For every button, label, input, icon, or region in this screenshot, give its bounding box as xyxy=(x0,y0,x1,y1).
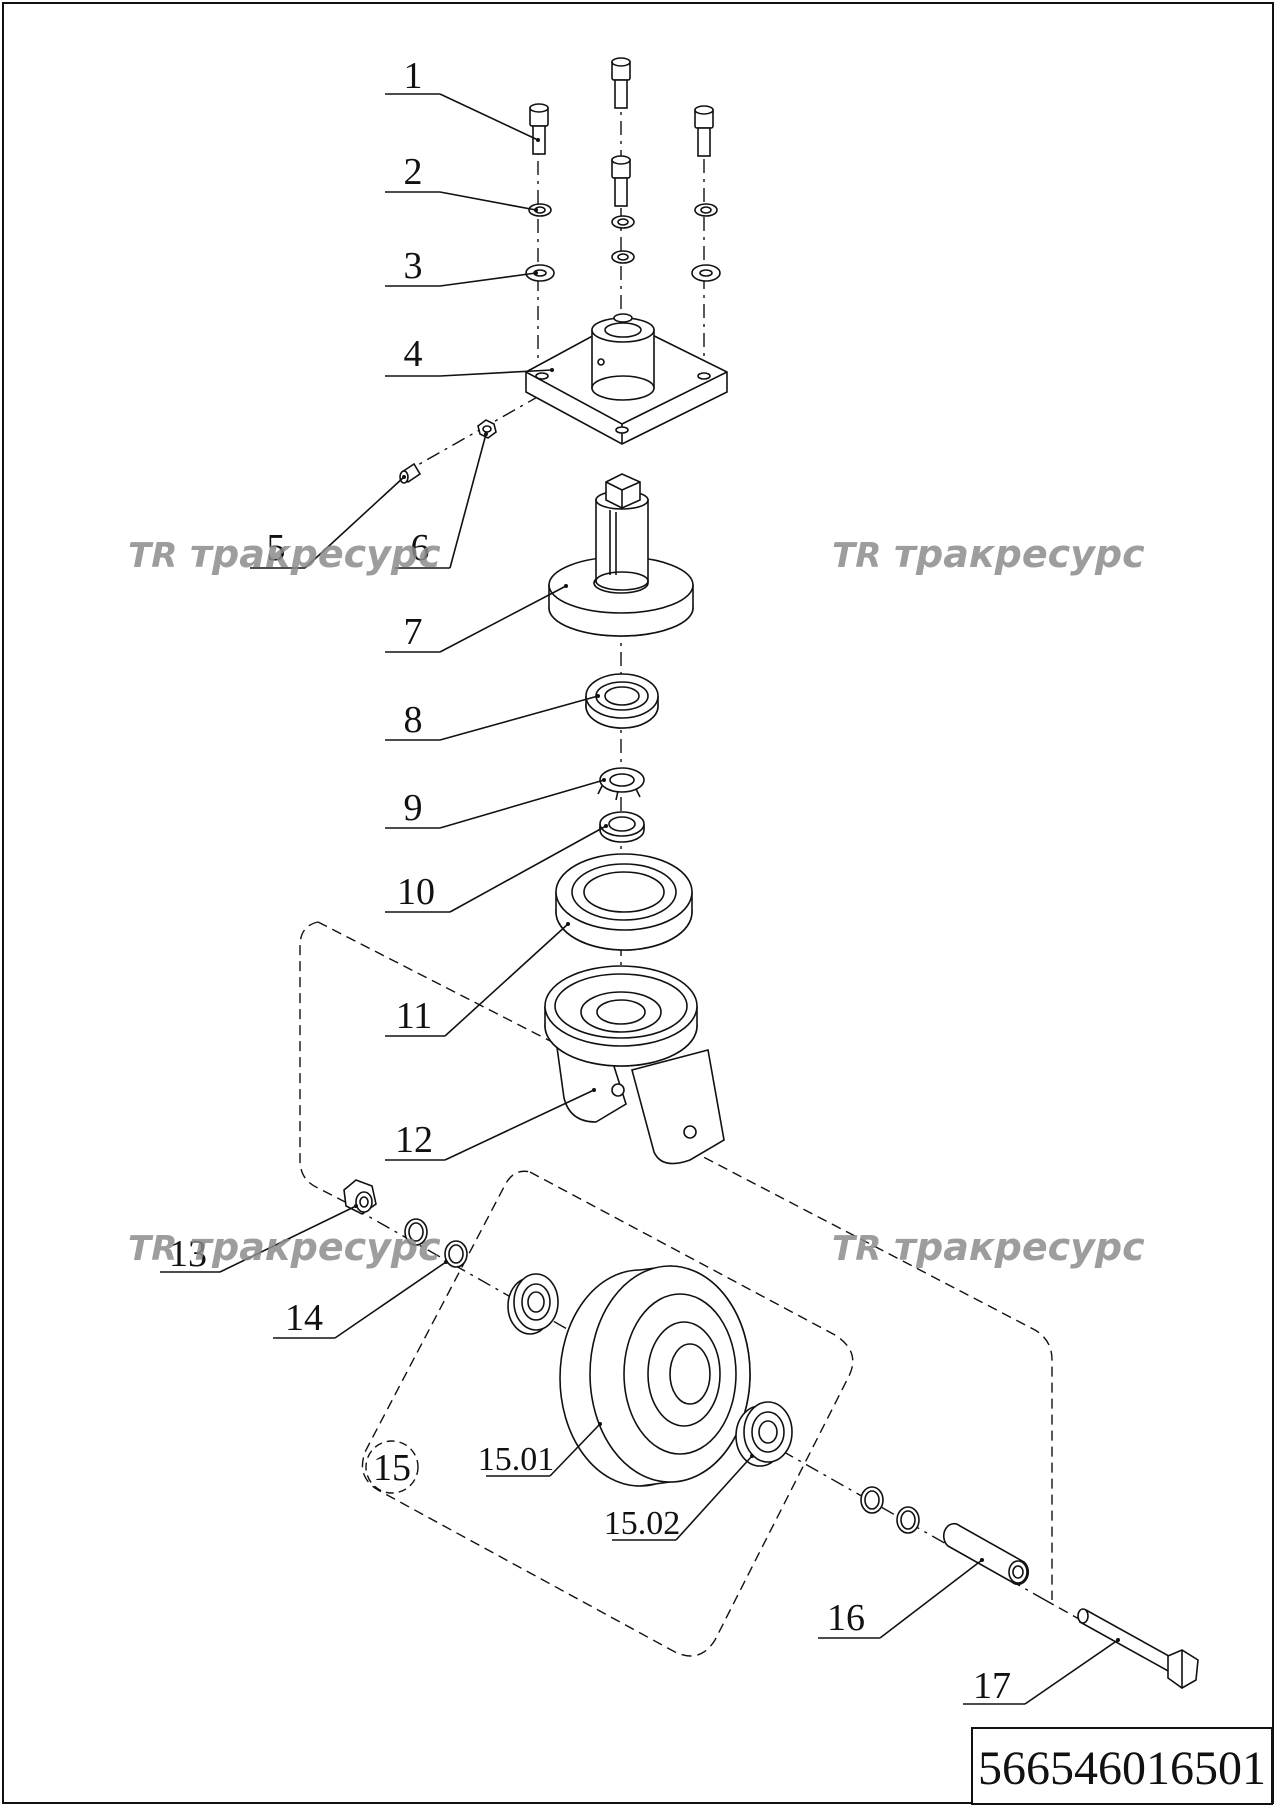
callout-13: 13 xyxy=(160,1204,358,1275)
callout-9: 9 xyxy=(385,778,606,829)
svg-text:5: 5 xyxy=(267,527,286,569)
svg-text:12: 12 xyxy=(395,1119,433,1161)
callout-15: 15 xyxy=(365,1440,419,1494)
spacer-tube-part-16 xyxy=(942,1522,1030,1586)
svg-text:14: 14 xyxy=(285,1297,323,1339)
svg-text:TR: TR xyxy=(128,1229,177,1269)
svg-text:17: 17 xyxy=(973,1665,1011,1707)
callout-2: 2 xyxy=(385,151,538,212)
callout-11: 11 xyxy=(385,922,570,1037)
axle-washer-part-14 xyxy=(404,1218,920,1534)
callout-8: 8 xyxy=(385,694,600,741)
svg-text:TR: TR xyxy=(128,536,177,576)
svg-text:15: 15 xyxy=(373,1447,411,1489)
top-plate-part-4 xyxy=(525,313,728,445)
svg-text:9: 9 xyxy=(404,787,423,829)
watermark-bottom-left: TR тракресурс xyxy=(128,1225,441,1269)
callout-16: 16 xyxy=(818,1558,984,1639)
bolt-right xyxy=(694,105,714,157)
svg-text:15.02: 15.02 xyxy=(604,1505,681,1542)
svg-text:тракресурс: тракресурс xyxy=(894,532,1145,576)
callout-15-01: 15.01 xyxy=(478,1422,602,1478)
part-number-box xyxy=(971,1727,1273,1805)
svg-text:тракресурс: тракресурс xyxy=(894,1225,1145,1269)
svg-text:6: 6 xyxy=(411,527,430,569)
svg-text:3: 3 xyxy=(404,245,423,287)
thrust-bearing-part-11 xyxy=(555,853,693,951)
callout-1: 1 xyxy=(385,55,540,142)
svg-text:тракресурс: тракресурс xyxy=(190,1225,441,1269)
svg-text:TR: TR xyxy=(832,536,881,576)
wheel-part-15-01 xyxy=(559,1265,751,1487)
callout-17: 17 xyxy=(963,1638,1120,1707)
fork-housing-part-12 xyxy=(544,965,725,1165)
callout-4: 4 xyxy=(385,333,554,377)
watermark-top-right: TR тракресурс xyxy=(832,532,1145,576)
watermark-bottom-right: TR тракресурс xyxy=(832,1225,1145,1269)
wheel-bearing-part-15-02 xyxy=(735,1401,793,1467)
ball-bearing-part-8 xyxy=(585,673,659,729)
callout-12: 12 xyxy=(385,1088,596,1161)
part-number: 566546016501 xyxy=(978,1742,1266,1795)
spring-washer-part-2 xyxy=(528,203,718,229)
nut-part-6 xyxy=(477,419,497,439)
svg-text:15.01: 15.01 xyxy=(478,1441,555,1478)
svg-text:13: 13 xyxy=(169,1233,207,1275)
svg-text:7: 7 xyxy=(404,611,423,653)
svg-text:4: 4 xyxy=(404,333,423,375)
callout-3: 3 xyxy=(385,245,538,287)
callout-7: 7 xyxy=(385,584,568,653)
svg-text:тракресурс: тракресурс xyxy=(190,532,441,576)
flat-washer-part-3 xyxy=(525,250,721,282)
bolt-part-1 xyxy=(529,103,549,155)
bolt-top xyxy=(611,57,631,109)
watermark-top-left: TR тракресурс xyxy=(128,532,441,576)
bolt-middle xyxy=(611,155,631,207)
grease-nipple-part-5 xyxy=(399,462,422,484)
callout-10: 10 xyxy=(385,824,608,913)
tab-washer-part-9 xyxy=(597,767,645,801)
svg-text:10: 10 xyxy=(397,871,435,913)
callout-14: 14 xyxy=(273,1260,448,1339)
axle-bolt-part-17 xyxy=(1077,1608,1199,1689)
svg-text:TR: TR xyxy=(832,1229,881,1269)
wheel-bearing-left xyxy=(507,1273,559,1335)
svg-text:1: 1 xyxy=(404,55,423,97)
svg-text:16: 16 xyxy=(827,1597,865,1639)
svg-text:8: 8 xyxy=(404,699,423,741)
svg-text:11: 11 xyxy=(396,995,433,1037)
svg-text:2: 2 xyxy=(404,151,423,193)
spindle-flange-part-7 xyxy=(548,473,694,637)
callout-15-02: 15.02 xyxy=(604,1454,754,1542)
callout-6: 6 xyxy=(395,432,488,569)
lock-nut-part-10 xyxy=(599,811,645,843)
axle-nut-part-13 xyxy=(343,1179,377,1215)
callout-5: 5 xyxy=(250,475,406,569)
